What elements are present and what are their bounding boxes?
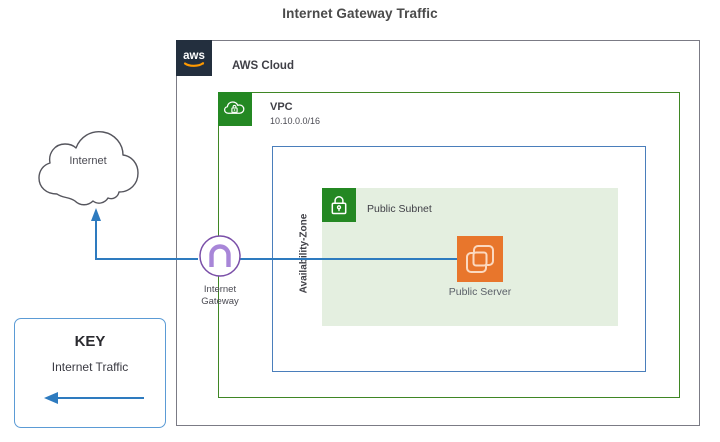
cloud-icon <box>26 118 150 214</box>
group-label-aws-cloud: AWS Cloud <box>232 60 294 72</box>
node-label-internet-gateway: Internet Gateway <box>176 284 264 308</box>
key-title: KEY <box>74 333 106 350</box>
internet-gateway-icon <box>198 234 242 278</box>
ec2-instance-icon <box>457 236 503 282</box>
node-label-public-server: Public Server <box>448 286 512 298</box>
group-label-public-subnet: Public Subnet <box>367 203 432 215</box>
group-label-vpc: VPC <box>270 101 293 113</box>
igw-label-line2: Gateway <box>201 296 239 307</box>
key-item-label-internet-traffic: Internet Traffic <box>51 360 129 374</box>
vpc-cloud-lock-icon <box>218 92 252 126</box>
aws-logo-icon: aws <box>176 40 212 76</box>
left-arrow-icon <box>34 390 146 406</box>
vpc-cidr-text: 10.10.0.0/16 <box>270 116 321 126</box>
key-legend-box <box>14 318 166 428</box>
group-label-availability-zone: Availability-Zone <box>298 213 310 294</box>
igw-label-line1: Internet <box>203 284 237 295</box>
node-label-internet: Internet <box>69 155 107 167</box>
subnet-lock-icon <box>322 188 356 222</box>
svg-text:aws: aws <box>183 50 205 62</box>
page-title: Internet Gateway Traffic <box>282 6 438 21</box>
